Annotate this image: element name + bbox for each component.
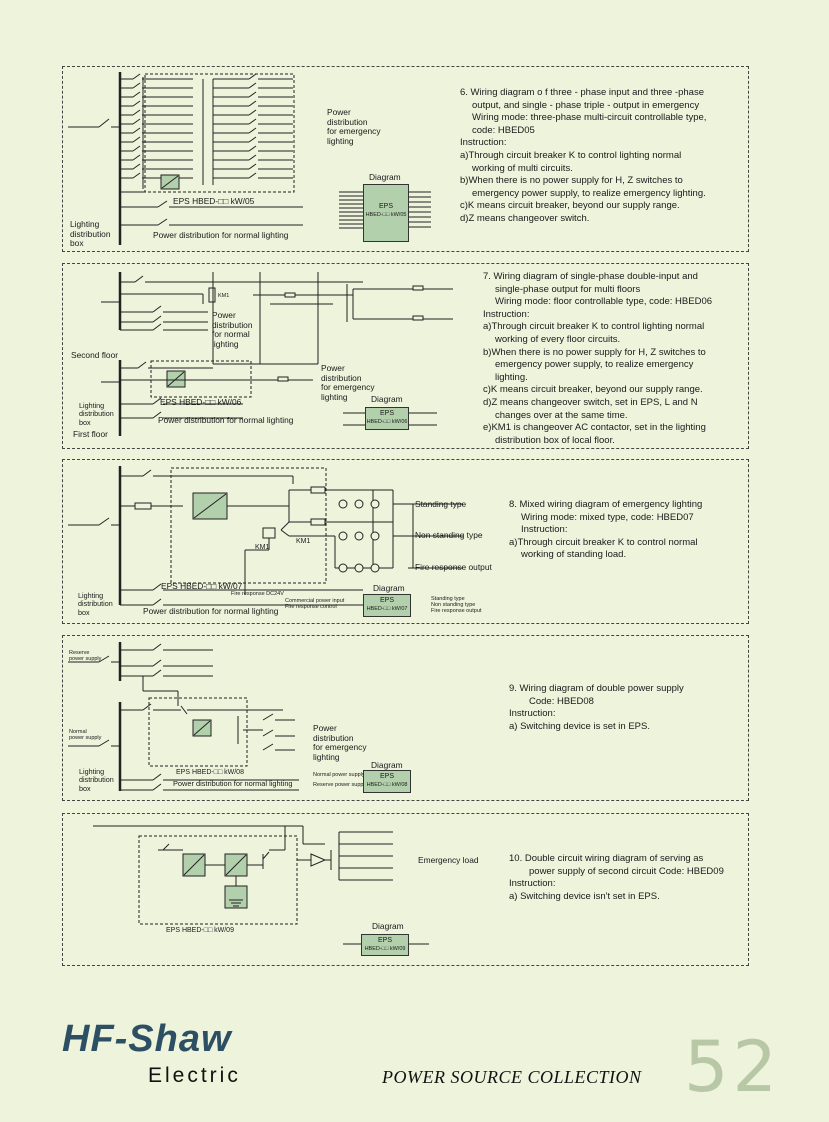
section-6-schematic xyxy=(68,72,303,245)
section-9-schematic xyxy=(68,642,299,791)
s6-eps-box: EPS HBED-□□ kW/05 xyxy=(363,184,409,242)
s6-switch-row-line xyxy=(248,145,257,152)
s10-diagram-title: Diagram xyxy=(372,921,404,931)
s8-out3: Fire response output xyxy=(431,608,482,614)
s8-fire-dc: Fire response DC24V xyxy=(231,591,284,597)
s7-description: 7. Wiring diagram of single-phase double… xyxy=(483,271,713,446)
s9-normal: Normal power supply xyxy=(69,729,102,742)
s9-description: 9. Wiring diagram of double power supply… xyxy=(509,683,684,732)
s8-non-standing: Non standing type xyxy=(415,530,483,540)
s9-reserve: Reserve power supply xyxy=(69,650,102,663)
s6-diagram-title: Diagram xyxy=(369,172,401,182)
s7-second-floor: Second floor xyxy=(71,350,119,360)
collection-title: POWER SOURCE COLLECTION xyxy=(382,1067,642,1087)
s9-lighting-box: Lighting distribution box xyxy=(79,767,114,793)
s10-eps-box: EPS HBED-□□ kW/09 xyxy=(361,934,409,956)
s7-power-emergency: Power distribution for emergency lightin… xyxy=(321,363,375,402)
page-number: 52 xyxy=(684,1026,782,1108)
s7-lighting-box: Lighting distribution box xyxy=(79,401,114,427)
section-10-schematic xyxy=(93,825,393,925)
s6-lighting-box: Lighting distribution box xyxy=(70,219,111,248)
s6-switch-row-line xyxy=(132,109,141,116)
s6-switch-row-line xyxy=(248,91,257,98)
s7-first-floor: First floor xyxy=(73,429,108,439)
s7-eps-box: EPS HBED-□□ kW/06 xyxy=(365,407,409,430)
s8-out1: Standing type xyxy=(431,596,465,602)
s6-switch-row-line xyxy=(248,82,257,89)
s8-fire: Fire response output xyxy=(415,562,492,572)
s7-eps-label: EPS HBED-□□ kW/06 xyxy=(160,397,242,407)
s6-switch-row-line xyxy=(248,136,257,143)
s8-in1: Commercial power input xyxy=(285,598,345,604)
s9-diagram-title: Diagram xyxy=(371,760,403,770)
s8-power-normal: Power distribution for normal lighting xyxy=(143,606,279,616)
s8-km1-b: KM1 xyxy=(296,538,311,545)
s8-km1: KM1 xyxy=(255,544,270,551)
s8-description: 8. Mixed wiring diagram of emergency lig… xyxy=(509,499,703,561)
section-8-panel: Standing type Non standing type Fire res… xyxy=(62,459,749,624)
section-9-panel: Reserve power supply Normal power supply… xyxy=(62,635,749,801)
section-7-panel: KM1 Power distribution for normal lighti… xyxy=(62,263,749,449)
s6-switch-row-line xyxy=(248,163,257,170)
s6-description: 6. Wiring diagram o f three - phase inpu… xyxy=(460,87,707,224)
s10-emergency-load: Emergency load xyxy=(418,855,479,865)
s10-description: 10. Double circuit wiring diagram of ser… xyxy=(509,853,724,902)
s9-eps-label: EPS HBED-□□ kW/08 xyxy=(176,769,244,776)
section-10-panel: Emergency load EPS HBED-□□ kW/09 Diagram… xyxy=(62,813,749,966)
s7-power-normal: Power distribution for normal lighting xyxy=(158,415,294,425)
s6-switch-row-line xyxy=(132,136,141,143)
s6-switch-row-line xyxy=(248,154,257,161)
s9-power-emergency: Power distribution for emergency lightin… xyxy=(313,723,367,762)
s7-power-normal-block: Power distribution for normal lighting xyxy=(212,310,253,349)
s6-switch-row-line xyxy=(248,127,257,134)
s6-switch-row-line xyxy=(132,154,141,161)
s8-eps-label: EPS HBED-□□ kW/07 xyxy=(161,581,243,591)
s6-switch-row-line xyxy=(248,100,257,107)
s9-in2: Reserve power supply xyxy=(313,782,368,788)
s8-lighting-box: Lighting distribution box xyxy=(78,591,113,617)
section-8-schematic xyxy=(68,466,463,606)
section-7-schematic xyxy=(101,272,453,436)
s6-switch-row-line xyxy=(132,172,141,179)
s6-switch-row-line xyxy=(132,145,141,152)
s8-diagram-title: Diagram xyxy=(373,583,405,593)
brand-subtitle: Electric xyxy=(148,1064,241,1087)
s6-power-emergency: Power distribution for emergency lightin… xyxy=(327,107,381,146)
s6-eps-label: EPS HBED-□□ kW/05 xyxy=(173,196,255,206)
s6-switch-row-line xyxy=(248,109,257,116)
s7-km1: KM1 xyxy=(218,293,230,299)
brand-logo: HF-Shaw xyxy=(62,1018,232,1060)
s9-in1: Normal power supply xyxy=(313,772,365,778)
s9-power-normal: Power distribution for normal lighting xyxy=(173,779,293,788)
s6-switch-row-line xyxy=(132,163,141,170)
s9-eps-box: EPS HBED-□□ kW/08 xyxy=(363,770,411,793)
s6-switch-row-line xyxy=(132,100,141,107)
s6-power-normal: Power distribution for normal lighting xyxy=(153,230,289,240)
s6-switch-row-line xyxy=(248,118,257,125)
s6-switch-row-line xyxy=(132,127,141,134)
s6-switch-row-line xyxy=(248,172,257,179)
s10-eps-label: EPS HBED-□□ kW/09 xyxy=(166,927,234,934)
s6-switch-row-line xyxy=(248,73,257,80)
s7-diagram-title: Diagram xyxy=(371,394,403,404)
s8-eps-box: EPS HBED-□□ kW/07 xyxy=(363,594,411,617)
s6-switch-row-line xyxy=(132,118,141,125)
s8-in2: Fire response control xyxy=(285,604,337,610)
section-6-panel: EPS HBED-□□ kW/05 Power distribution for… xyxy=(62,66,749,252)
s6-switch-row-line xyxy=(132,91,141,98)
s6-switch-row-line xyxy=(132,82,141,89)
s6-switch-row-line xyxy=(132,73,141,80)
s8-standing: Standing type xyxy=(415,499,467,509)
s8-out2: Non standing type xyxy=(431,602,476,608)
